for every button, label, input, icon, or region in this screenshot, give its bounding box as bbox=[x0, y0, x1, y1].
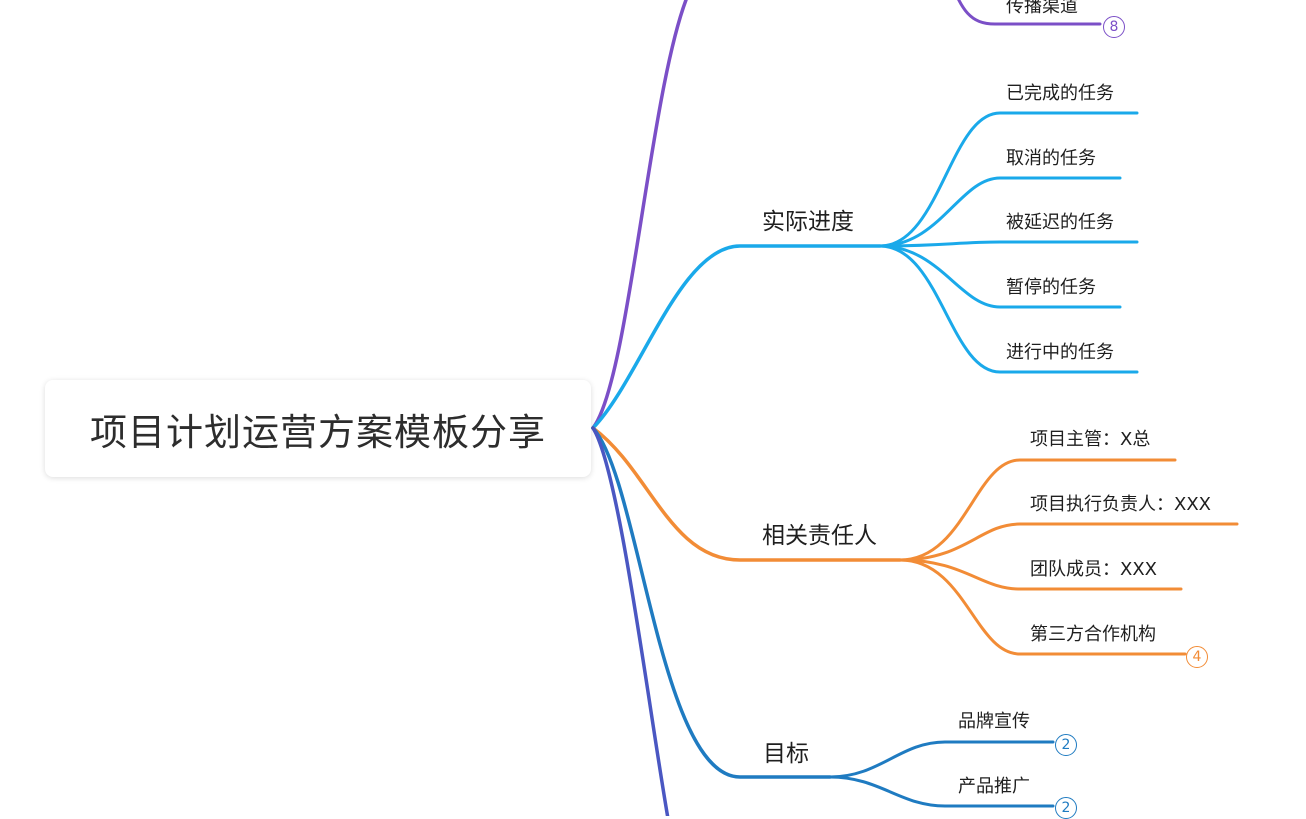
topic-owners-third-party[interactable]: 第三方合作机构 bbox=[1030, 624, 1156, 645]
connector-progress-child-3 bbox=[878, 240, 1139, 248]
topic-owners[interactable]: 相关责任人 bbox=[762, 523, 877, 549]
central-topic[interactable]: 项目计划运营方案模板分享 bbox=[45, 380, 591, 477]
connector-owners bbox=[591, 426, 902, 562]
central-topic-label: 项目计划运营方案模板分享 bbox=[90, 410, 546, 454]
connector-progress bbox=[591, 244, 882, 430]
connector-owners-child-3 bbox=[898, 558, 1183, 591]
topic-progress-delayed[interactable]: 被延迟的任务 bbox=[1006, 212, 1114, 233]
topic-progress-completed[interactable]: 已完成的任务 bbox=[1006, 83, 1114, 104]
connector-goals-child-1 bbox=[828, 740, 1055, 779]
connector-progress-child-4 bbox=[878, 244, 1122, 309]
connector-progress-child-2 bbox=[878, 176, 1122, 248]
connector-bottom-branch bbox=[591, 426, 670, 816]
connector-progress-child-1 bbox=[878, 111, 1139, 248]
topic-owners-manager[interactable]: 项目主管：X总 bbox=[1030, 429, 1151, 450]
connector-progress-child-5 bbox=[878, 244, 1139, 374]
collapsed-count-badge[interactable]: 2 bbox=[1055, 734, 1077, 756]
connector-owners-child-1 bbox=[898, 458, 1177, 562]
connector-owners-children bbox=[898, 458, 1239, 656]
topic-owners-team[interactable]: 团队成员：XXX bbox=[1030, 559, 1157, 580]
topic-owners-lead[interactable]: 项目执行负责人：XXX bbox=[1030, 494, 1211, 515]
connector-top-child bbox=[957, 0, 1102, 26]
topic-goals[interactable]: 目标 bbox=[763, 741, 809, 767]
collapsed-count-badge[interactable]: 4 bbox=[1186, 646, 1208, 668]
topic-progress-cancelled[interactable]: 取消的任务 bbox=[1006, 148, 1096, 169]
topic-progress[interactable]: 实际进度 bbox=[762, 209, 854, 235]
connector-goals-child-2 bbox=[828, 775, 1055, 808]
topic-goals-product[interactable]: 产品推广 bbox=[958, 776, 1030, 797]
collapsed-count-badge[interactable]: 8 bbox=[1103, 16, 1125, 38]
connector-owners-child-2 bbox=[898, 522, 1239, 562]
connector-goals bbox=[591, 426, 832, 779]
connector-progress-children bbox=[878, 111, 1139, 374]
topic-progress-in-progress[interactable]: 进行中的任务 bbox=[1006, 342, 1114, 363]
connector-top-branch bbox=[591, 0, 688, 430]
connector-owners-child-4 bbox=[898, 558, 1187, 656]
topic-goals-brand[interactable]: 品牌宣传 bbox=[958, 711, 1030, 732]
connector-goals-children bbox=[828, 740, 1055, 808]
topic-communication-channels[interactable]: 传播渠道 bbox=[1006, 0, 1078, 17]
topic-progress-paused[interactable]: 暂停的任务 bbox=[1006, 277, 1096, 298]
